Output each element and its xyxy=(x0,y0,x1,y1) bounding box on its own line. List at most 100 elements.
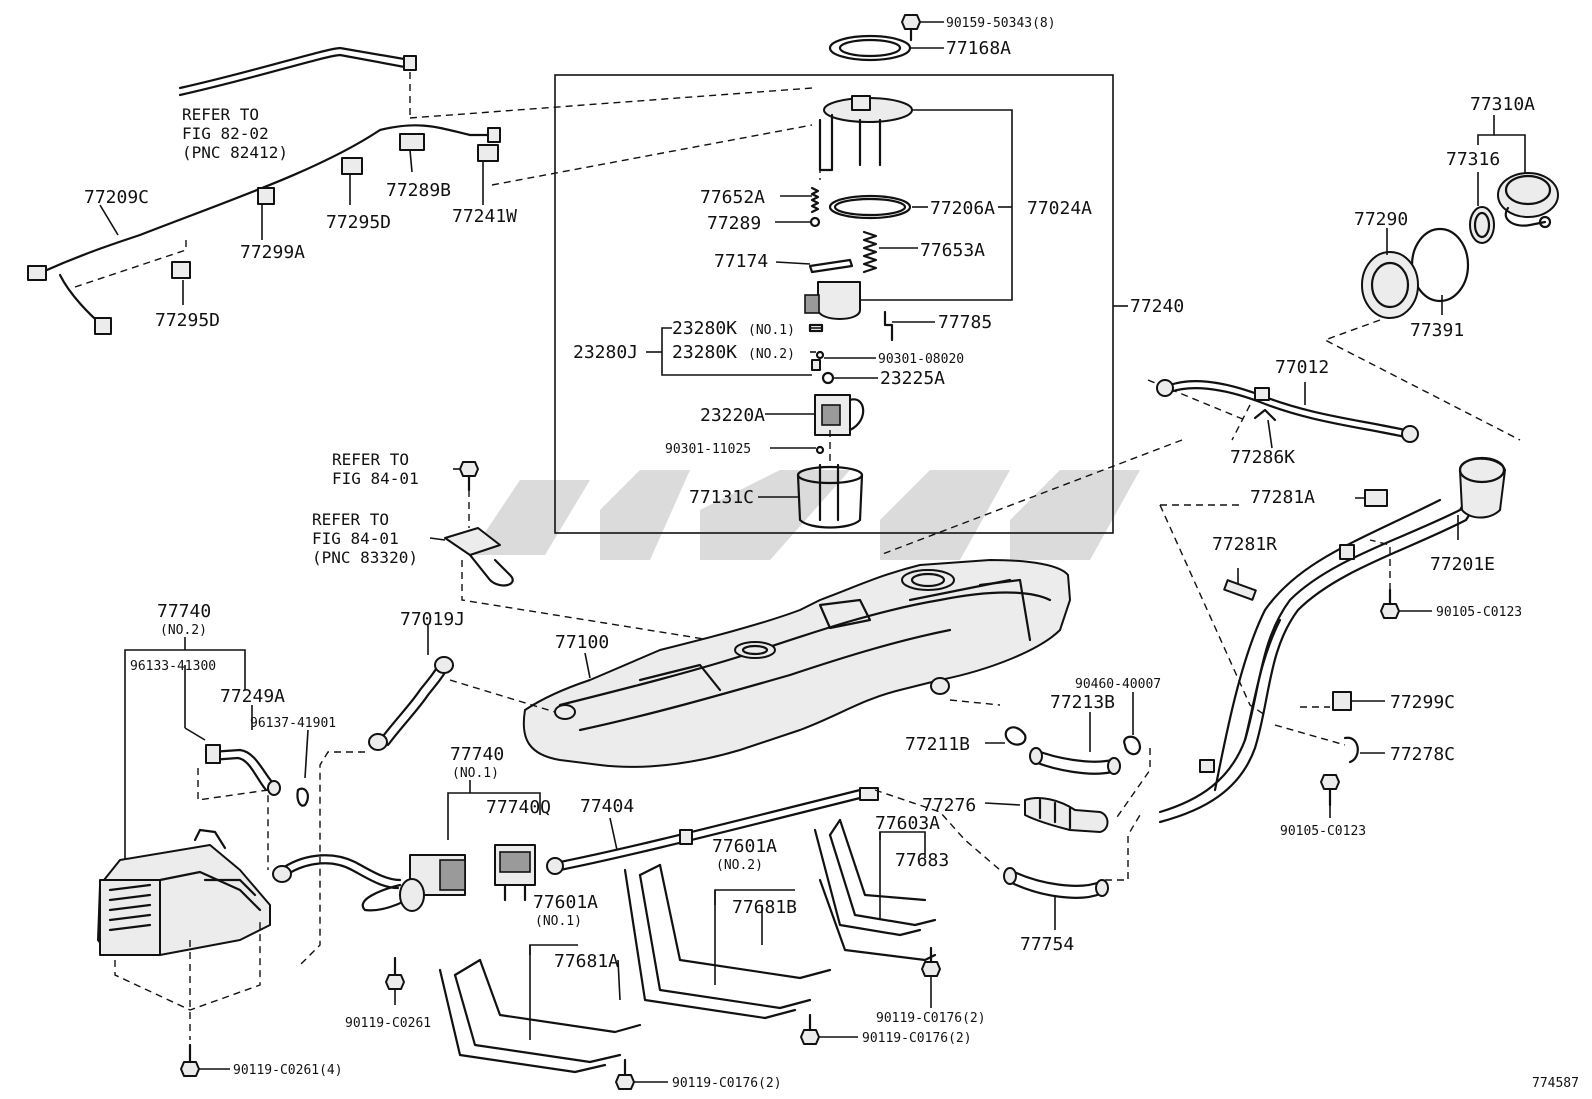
bolt-ref-84-01 xyxy=(459,461,479,492)
label-77281A: 77281A xyxy=(1250,487,1315,508)
label-23220A: 23220A xyxy=(700,405,765,426)
label-90119-C0261-4: 90119-C0261(4) xyxy=(233,1063,343,1078)
label-77213B: 77213B xyxy=(1050,692,1115,713)
ref-fig-82-02-line1: REFER TO xyxy=(182,105,259,124)
filler-cap-housing-77290 xyxy=(1361,251,1419,319)
label-23280J: 23280J xyxy=(573,342,638,363)
label-77391: 77391 xyxy=(1410,320,1464,341)
label-90119-C0176-b: 90119-C0176(2) xyxy=(862,1031,972,1046)
label-77681A: 77681A xyxy=(554,951,619,972)
label-77100: 77100 xyxy=(555,632,609,653)
label-90105-C0123-lower: 90105-C0123 xyxy=(1280,824,1366,839)
label-77174: 77174 xyxy=(714,251,768,272)
strap-77601A-no1 xyxy=(438,958,642,1074)
label-96133-41300: 96133-41300 xyxy=(130,659,216,674)
label-23225A: 23225A xyxy=(880,368,945,389)
fuel-tank-77100 xyxy=(522,559,1071,768)
clamp-77281A xyxy=(1364,489,1388,507)
bolt-90119-C0176-strap-no2 xyxy=(800,1013,820,1045)
label-90119-C0261: 90119-C0261 xyxy=(345,1016,431,1031)
label-77683: 77683 xyxy=(895,850,949,871)
clip-96137 xyxy=(296,787,309,807)
hose-77213B xyxy=(1029,747,1121,775)
label-90460-40007: 90460-40007 xyxy=(1075,677,1161,692)
pump-assembly-box xyxy=(554,74,1114,534)
strap-77603A xyxy=(813,818,937,962)
harness-77209C xyxy=(27,46,501,335)
ref-fig-82-02-line2: FIG 82-02 xyxy=(182,124,269,143)
label-77754: 77754 xyxy=(1020,934,1074,955)
label-90301-11025: 90301-11025 xyxy=(665,442,751,457)
label-77278C: 77278C xyxy=(1390,744,1455,765)
hose-77754 xyxy=(1003,867,1109,899)
ref-fig-84-01b-line3: (PNC 83320) xyxy=(312,548,418,567)
label-77404: 77404 xyxy=(580,796,634,817)
label-77211B: 77211B xyxy=(905,734,970,755)
label-77241W: 77241W xyxy=(452,206,517,227)
label-96137-41901: 96137-41901 xyxy=(250,716,336,731)
label-77206A: 77206A xyxy=(930,198,995,219)
label-90105-C0123-upper: 90105-C0123 xyxy=(1436,605,1522,620)
bolt-90119-C0261-4 xyxy=(180,1043,200,1077)
ref-fig-84-01a-line2: FIG 84-01 xyxy=(332,469,419,488)
strap-77601A-no2 xyxy=(623,863,832,1020)
bolt-90159 xyxy=(901,14,921,42)
label-77740-no1: 77740 xyxy=(450,744,504,765)
label-77785: 77785 xyxy=(938,312,992,333)
clip-77299C xyxy=(1332,691,1352,711)
clip-77281R xyxy=(1223,579,1257,601)
fuel-cap-77310A xyxy=(1497,172,1559,229)
label-77281R: 77281R xyxy=(1212,534,1277,555)
diagram-id: 774587 xyxy=(1532,1076,1579,1091)
label-77131C: 77131C xyxy=(689,487,754,508)
bolt-90119-C0261 xyxy=(385,956,405,990)
tube-77404 xyxy=(546,787,879,875)
label-77603A: 77603A xyxy=(875,813,940,834)
label-90119-C0176-a: 90119-C0176(2) xyxy=(876,1011,986,1026)
ref-fig-82-02-line3: (PNC 82412) xyxy=(182,143,288,162)
hose-77019J xyxy=(368,656,454,751)
label-77019J: 77019J xyxy=(400,609,465,630)
valve-77740Q xyxy=(494,844,536,902)
label-77601A-no1: 77601A xyxy=(533,892,598,913)
label-77740Q: 77740Q xyxy=(486,797,551,818)
label-23280K-no2-note: (NO.2) xyxy=(748,347,795,362)
label-90159-50343: 90159-50343(8) xyxy=(946,16,1056,31)
sender-gauge-ref-83320 xyxy=(444,527,514,587)
label-77681B: 77681B xyxy=(732,897,797,918)
label-77601A-no2: 77601A xyxy=(712,836,777,857)
label-77299A: 77299A xyxy=(240,242,305,263)
canister-77740 xyxy=(97,828,271,956)
watermark-logo xyxy=(470,470,1140,560)
label-77295D-upper: 77295D xyxy=(326,212,391,233)
label-77289: 77289 xyxy=(707,213,761,234)
ref-fig-84-01a-line1: REFER TO xyxy=(332,450,409,469)
label-77310A: 77310A xyxy=(1470,94,1535,115)
gasket-77316 xyxy=(1469,206,1495,244)
label-77209C: 77209C xyxy=(84,187,149,208)
filler-pipe-77201E xyxy=(1158,456,1506,824)
label-77653A: 77653A xyxy=(920,240,985,261)
ring-77391 xyxy=(1410,227,1470,303)
label-23280K-no2: 23280K xyxy=(672,342,737,363)
label-77240: 77240 xyxy=(1130,296,1184,317)
label-77012: 77012 xyxy=(1275,357,1329,378)
label-77740-no1-note: (NO.1) xyxy=(452,766,499,781)
label-90301-08020: 90301-08020 xyxy=(878,352,964,367)
valve-77740-no1 xyxy=(272,854,466,912)
ref-fig-84-01b-line1: REFER TO xyxy=(312,510,389,529)
label-77024A: 77024A xyxy=(1027,198,1092,219)
bolt-90119-C0176-strap-no1 xyxy=(615,1058,635,1090)
hose-77249A xyxy=(205,744,281,796)
label-77289B: 77289B xyxy=(386,180,451,201)
label-77601A-no1-note: (NO.1) xyxy=(535,914,582,929)
bolt-90105-lower xyxy=(1320,774,1340,807)
label-77299C: 77299C xyxy=(1390,692,1455,713)
hose-77276 xyxy=(1024,797,1109,833)
fuel-pump-module xyxy=(796,95,913,529)
label-77286K: 77286K xyxy=(1230,447,1295,468)
hose-77012 xyxy=(1156,379,1419,443)
bolt-90119-C0176-strap-603A xyxy=(921,946,941,977)
label-77740-no2: 77740 xyxy=(157,601,211,622)
